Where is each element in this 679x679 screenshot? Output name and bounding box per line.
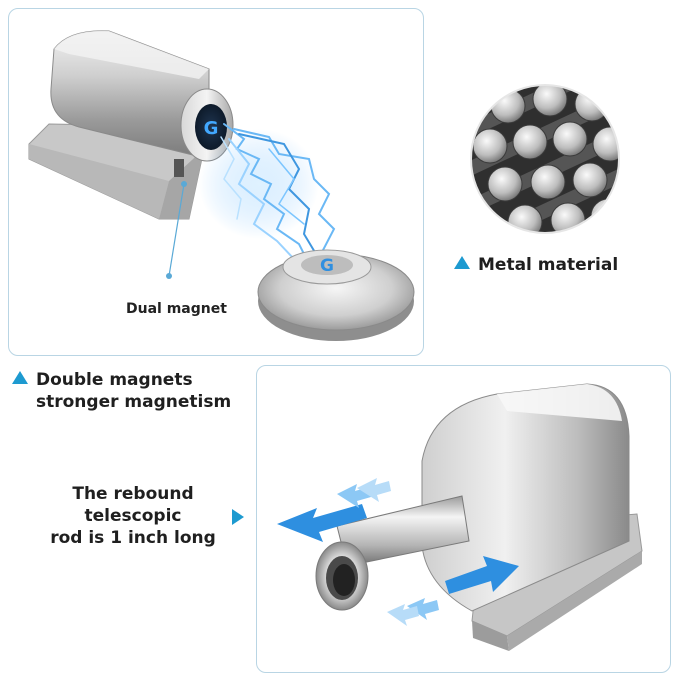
triangle-pointer-icon	[232, 509, 244, 525]
magnetic-field-lightning	[199, 123, 336, 265]
rod-caption-line3: rod is 1 inch long	[50, 528, 216, 548]
metal-closeup-image	[470, 84, 620, 234]
double-magnets-line1: Double magnets	[36, 370, 193, 390]
double-magnets-line2: stronger magnetism	[36, 392, 232, 412]
rod-housing	[421, 383, 630, 612]
retract-arrows-icon	[277, 478, 391, 542]
top-product-card: G G Dual magnet	[8, 8, 424, 356]
logo-letter-disc: G	[320, 256, 334, 276]
rod-caption-line2: telescopic	[84, 506, 182, 526]
bottom-product-card	[256, 365, 671, 673]
triangle-bullet-icon	[454, 256, 470, 269]
magnet-disc: G	[257, 249, 415, 341]
extend-arrows-icon	[387, 556, 519, 626]
callout-line	[166, 181, 187, 279]
telescopic-rod-illustration	[277, 383, 643, 651]
dual-magnet-label: Dual magnet	[126, 301, 227, 317]
metal-material-caption: Metal material	[454, 254, 618, 276]
rebound-rod-caption: The rebound telescopic rod is 1 inch lon…	[40, 483, 226, 549]
rod-caption-line1: The rebound	[72, 484, 194, 504]
triangle-bullet-icon	[12, 371, 28, 384]
metal-material-text: Metal material	[478, 255, 619, 275]
magnet-illustration: G G	[28, 30, 415, 341]
logo-letter-top: G	[204, 118, 219, 139]
double-magnets-caption: Double magnets stronger magnetism	[12, 369, 231, 413]
magnet-face	[195, 104, 227, 150]
